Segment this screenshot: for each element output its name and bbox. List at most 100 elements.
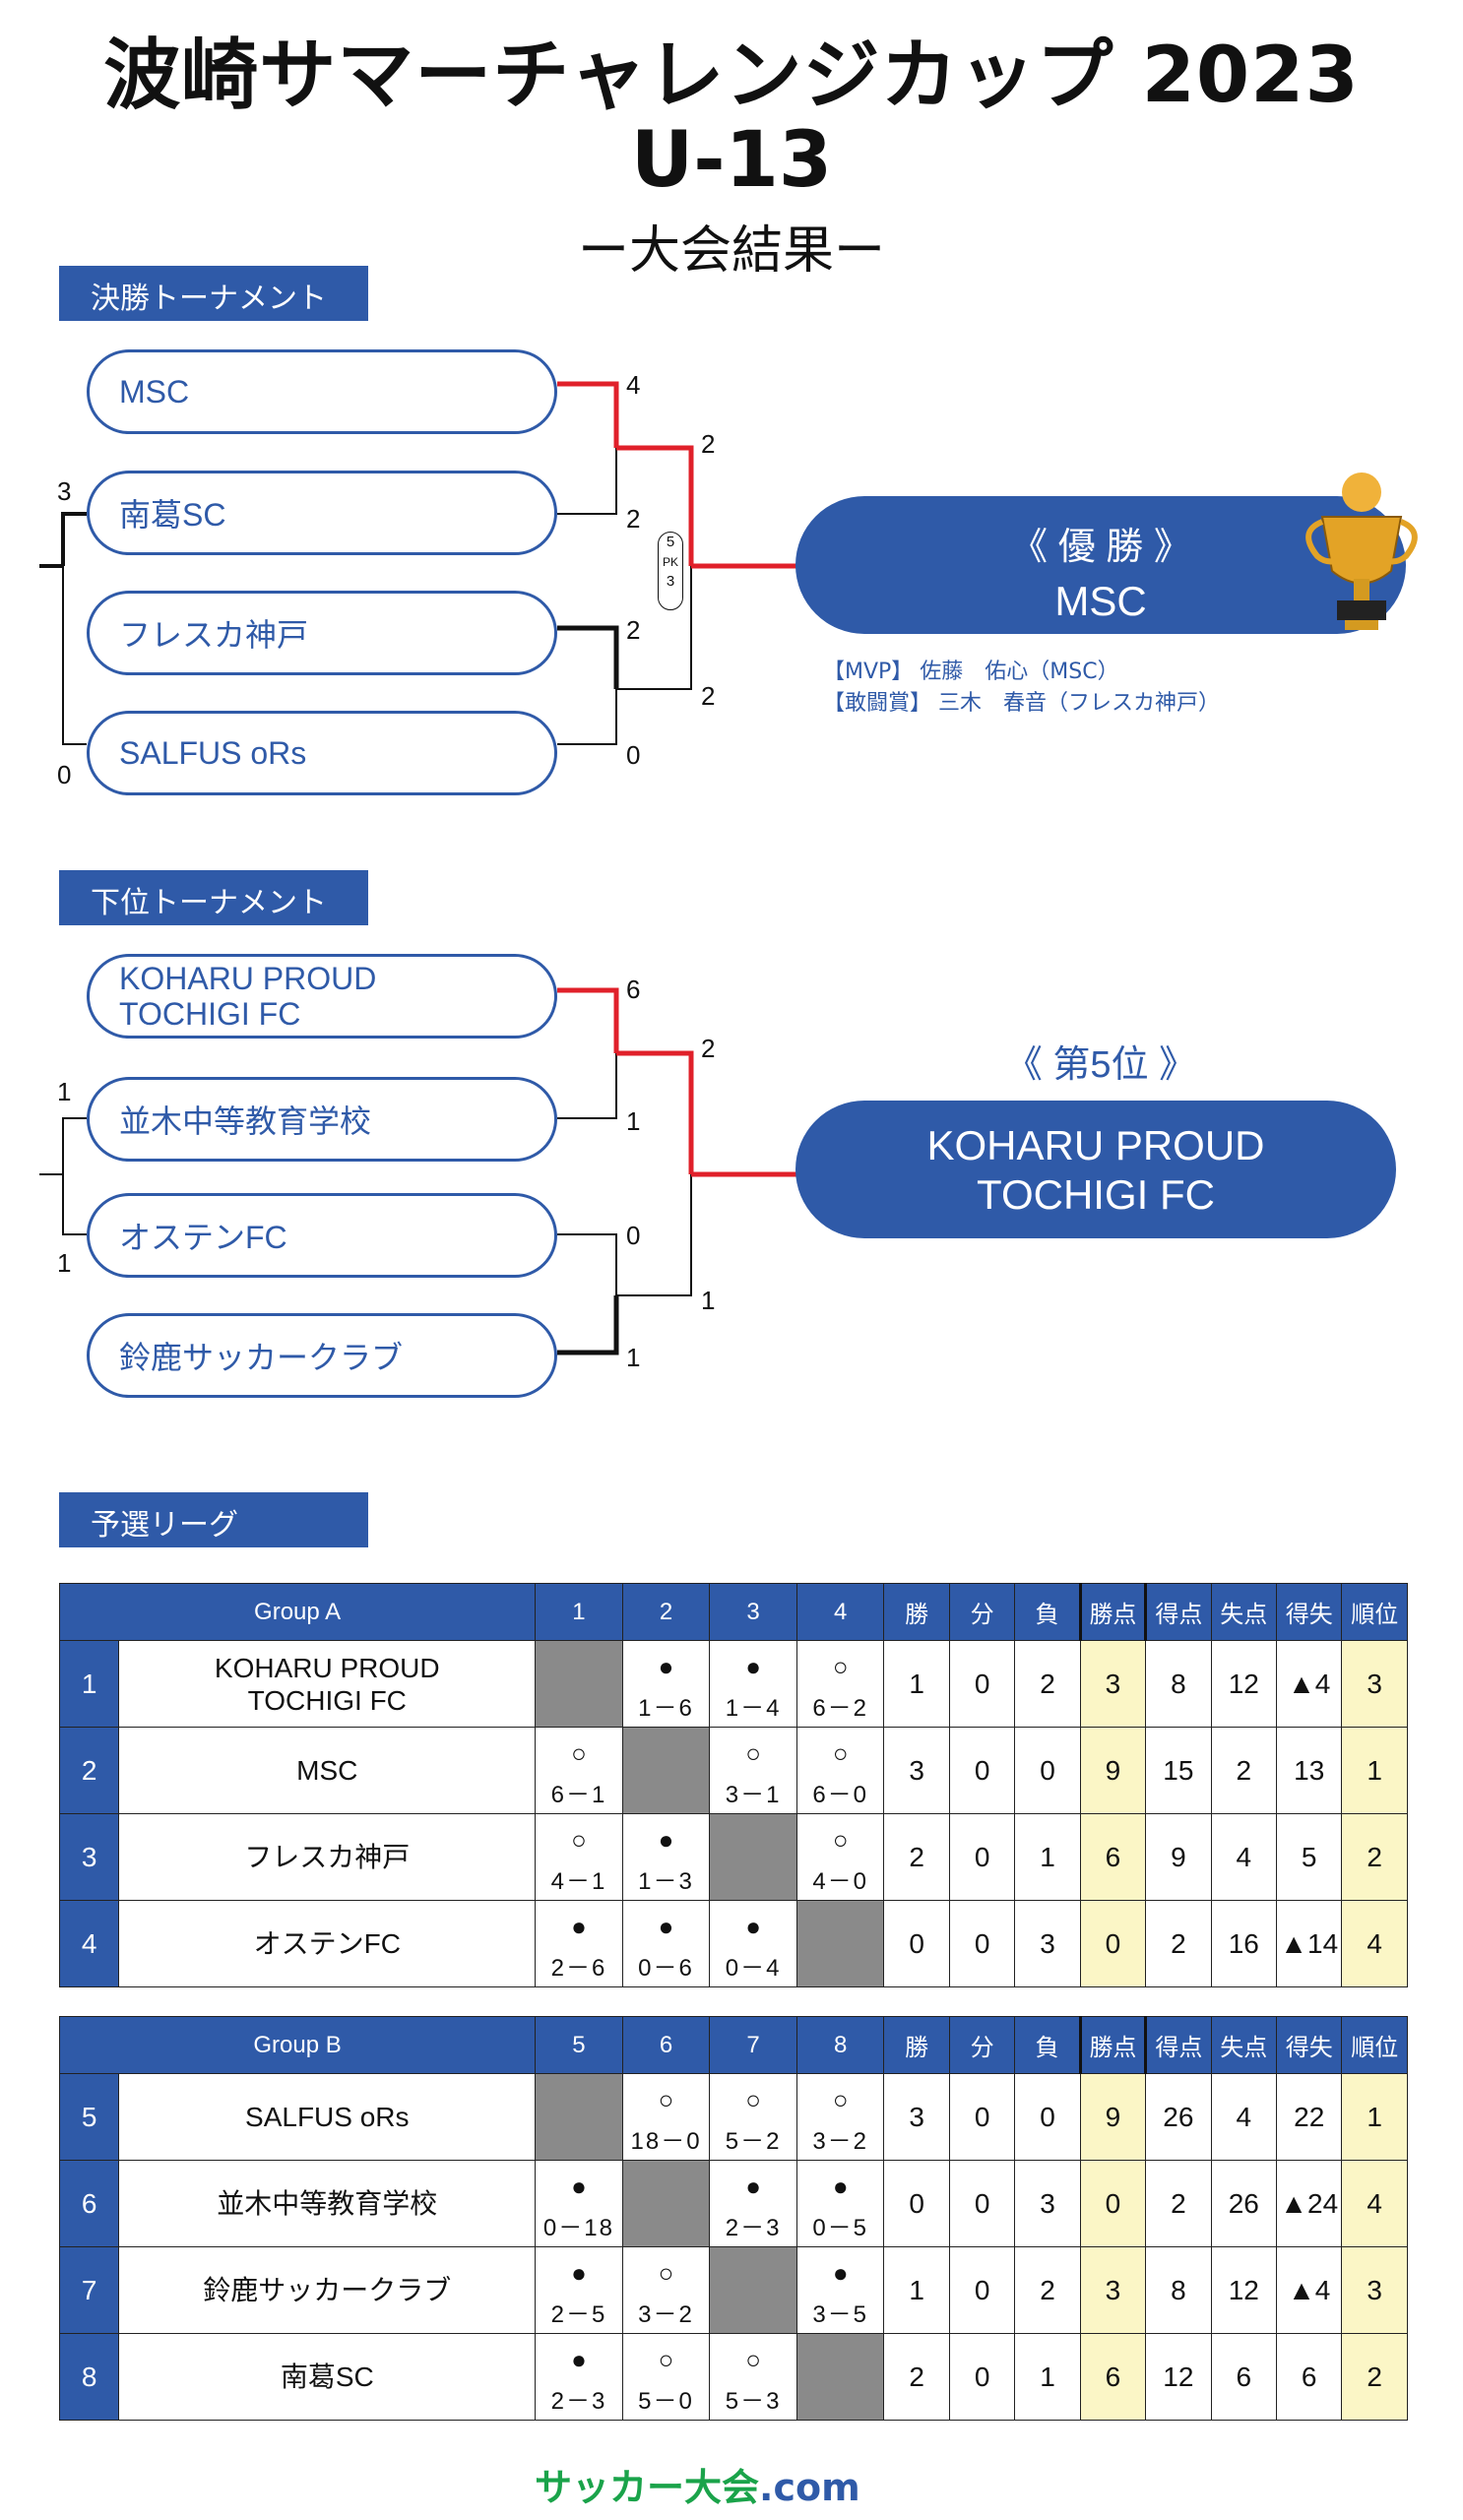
- stat-cell: 6: [1275, 2333, 1343, 2421]
- stat-col-header: 負: [1014, 1583, 1081, 1641]
- champion-title: 《 優 勝 》: [1010, 527, 1191, 568]
- stat-cell: 6: [1210, 2333, 1278, 2421]
- match-result-cell: ● 1－6: [621, 1640, 711, 1728]
- stat-col-header: 順位: [1341, 2016, 1408, 2074]
- match-score: 6－1: [550, 1781, 607, 1808]
- match-score: 3－2: [638, 2300, 694, 2328]
- match-score: 4－1: [550, 1867, 607, 1895]
- stat-cell: 12: [1210, 2246, 1278, 2334]
- match-result-cell: ●1－3: [621, 1813, 711, 1901]
- stat-col-header: 得点: [1145, 1583, 1212, 1641]
- lower-team-3: オステンFC: [87, 1193, 557, 1278]
- fifth-place-team-line1: KOHARU PROUD: [926, 1122, 1265, 1168]
- self-match-cell: [621, 1727, 711, 1814]
- match-score: 0－18: [542, 2214, 614, 2241]
- stat-cell: 15: [1145, 1727, 1212, 1814]
- team-name: 南葛SC: [118, 2333, 537, 2421]
- self-match-cell: [709, 1813, 797, 1901]
- age-category: U-13: [630, 116, 833, 205]
- team-name-line: MSC: [296, 1755, 358, 1786]
- group-name: Group A: [58, 1583, 537, 1641]
- team-name-line: オステンFC: [253, 1928, 401, 1959]
- stat-cell: 2: [1145, 2160, 1212, 2247]
- match-result-cell: ○ 6－1: [535, 1727, 623, 1814]
- stat-cell: 0: [883, 2160, 950, 2247]
- match-result-cell: ●2－5: [535, 2246, 623, 2334]
- team-name: 鈴鹿サッカークラブ: [118, 2246, 537, 2334]
- result-mark: ●: [571, 1911, 587, 1941]
- stat-cell: 0: [948, 1727, 1016, 1814]
- stat-cell: 3: [1014, 1900, 1081, 1987]
- lower-bracket-lines: [39, 987, 797, 1355]
- match-result-cell: ●0－18: [535, 2160, 623, 2247]
- stat-cell: 0: [1014, 2073, 1081, 2161]
- self-match-cell: [709, 2246, 797, 2334]
- stat-cell: 3: [883, 1727, 950, 1814]
- pk-bottom: 3: [666, 573, 675, 590]
- match-result-cell: ○6－2: [795, 1640, 885, 1728]
- team-name-line: 鈴鹿サッカークラブ: [203, 2275, 452, 2305]
- stat-cell: 22: [1275, 2073, 1343, 2161]
- match-result-cell: ○6－0: [795, 1727, 885, 1814]
- champion-box: 《 優 勝 》 MSC: [795, 496, 1406, 634]
- match-score: 2－5: [550, 2300, 607, 2328]
- team-number: 6: [58, 2160, 120, 2247]
- stat-col-header: 勝点: [1078, 2016, 1148, 2074]
- score: 2: [701, 429, 716, 459]
- result-mark: ○: [571, 1737, 587, 1768]
- stat-cell: 3: [1341, 2246, 1408, 2334]
- result-mark: ○: [745, 2084, 761, 2114]
- opponent-col-header: 1: [535, 1583, 623, 1641]
- stat-cell: 3: [883, 2073, 950, 2161]
- score: 2: [701, 1034, 716, 1063]
- opponent-col-header: 7: [709, 2016, 797, 2074]
- stat-col-header: 失点: [1210, 2016, 1278, 2074]
- pk-score: 5 PK 3: [658, 532, 683, 610]
- stat-cell: 0: [948, 1640, 1016, 1728]
- score: 1: [626, 1106, 641, 1136]
- lower-team-2: 並木中等教育学校: [87, 1077, 557, 1162]
- result-mark: ○: [658, 2257, 674, 2288]
- fifth-place-title: 《 第5位 》: [1004, 1044, 1197, 1086]
- stat-cell: 6: [1079, 2333, 1147, 2421]
- result-mark: ●: [571, 2344, 587, 2374]
- team-name: 並木中等教育学校: [118, 2160, 537, 2247]
- final-team-2: 南葛SC: [87, 471, 557, 555]
- champion-team: MSC: [1054, 578, 1147, 624]
- stat-cell: 9: [1145, 1813, 1212, 1901]
- result-mark: ●: [658, 1651, 674, 1681]
- result-mark: ○: [832, 2084, 849, 2114]
- logo-main: サッカー大会: [535, 2466, 760, 2509]
- stat-cell: 26: [1145, 2073, 1212, 2161]
- result-mark: ●: [832, 2257, 849, 2288]
- self-match-cell: [795, 1900, 885, 1987]
- stat-cell: ▲4: [1275, 1640, 1343, 1728]
- stat-col-header: 得点: [1145, 2016, 1212, 2074]
- pk-label: PK: [662, 555, 678, 569]
- score: 0: [57, 760, 72, 789]
- stat-cell: 4: [1341, 2160, 1408, 2247]
- stat-cell: 2: [1210, 1727, 1278, 1814]
- result-mark: ○: [658, 2084, 674, 2114]
- result-mark: ○: [745, 1737, 761, 1768]
- match-score: 6－0: [812, 1781, 869, 1808]
- match-result-cell: ●0－6: [621, 1900, 711, 1987]
- stat-cell: 12: [1210, 1640, 1278, 1728]
- match-score: 3－2: [812, 2127, 869, 2155]
- match-result-cell: ○3－1: [709, 1727, 797, 1814]
- score: 1: [57, 1077, 72, 1106]
- match-score: 1－6: [638, 1694, 694, 1722]
- result-mark: ○: [571, 1824, 587, 1855]
- result-mark: ●: [745, 2171, 761, 2201]
- stat-col-header: 勝点: [1078, 1583, 1148, 1641]
- match-result-cell: ○4－0: [795, 1813, 885, 1901]
- match-score: 3－5: [812, 2300, 869, 2328]
- team-name: 南葛SC: [119, 497, 226, 533]
